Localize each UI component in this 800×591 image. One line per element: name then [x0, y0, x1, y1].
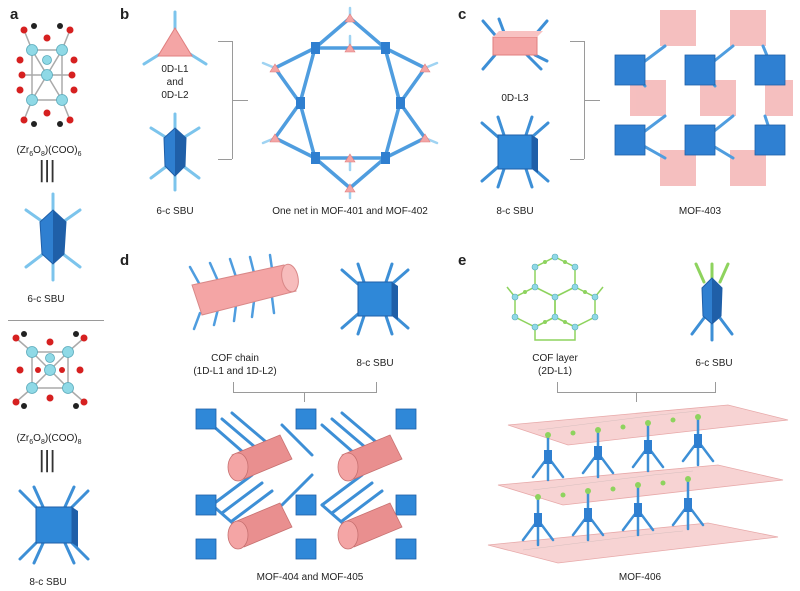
panel-c-label: c [458, 6, 467, 23]
bracket-b-top [218, 41, 232, 42]
sbu-6c-icon [24, 192, 82, 282]
sbu-8c-icon-c [480, 115, 550, 189]
panel-e-label: e [458, 252, 467, 269]
net-mof-403 [614, 10, 793, 186]
bracket-d-left [233, 382, 234, 392]
sbu-6c-icon-e [690, 262, 734, 342]
net-caption-c: MOF-403 [678, 206, 722, 217]
chain-caption-d: COF chain (1D-L1 and 1D-L2) [193, 353, 277, 377]
net-mof-406 [487, 404, 789, 564]
bracket-d-right [376, 382, 377, 392]
cof-chain-icon [188, 253, 299, 331]
formula-8c: (Zr6O8)(COO)8 [16, 433, 82, 446]
panel-b-label: b [120, 6, 130, 23]
bracket-c-top [570, 41, 584, 42]
net-caption-b: One net in MOF-401 and MOF-402 [272, 206, 428, 217]
bracket-b-out [232, 100, 248, 101]
equivalence-sign-1: ||| [38, 158, 56, 183]
linker-caption-b: 0D-L1 and 0D-L2 [161, 64, 189, 101]
bracket-e-out [636, 392, 637, 402]
tetratopic-linker-icon [481, 17, 549, 71]
zr6o8-cluster-6c [16, 23, 78, 127]
equivalence-sign-2: ||| [38, 448, 56, 473]
bracket-c-bottom [570, 159, 584, 160]
bracket-d-out [304, 392, 305, 402]
triangle-linker-icon [142, 10, 208, 66]
formula-6c: (Zr6O8)(COO)6 [16, 145, 82, 158]
net-caption-d: MOF-404 and MOF-405 [256, 572, 364, 583]
bracket-e-right [715, 382, 716, 392]
sbu-caption-c: 8-c SBU [496, 206, 534, 217]
bracket-e-left [557, 382, 558, 392]
cof-layer-icon [506, 253, 604, 341]
panel-a-divider [8, 320, 104, 321]
bracket-b-bottom [218, 159, 232, 160]
sbu-8c-icon [18, 485, 90, 565]
sbu-6c-icon-b [149, 112, 201, 192]
panel-a-separator [110, 0, 111, 591]
net-mof-401-402 [261, 6, 439, 200]
net-caption-e: MOF-406 [618, 572, 662, 583]
bracket-d-horizontal [233, 392, 377, 393]
sbu-caption-d: 8-c SBU [356, 358, 394, 369]
linker-caption-c: 0D-L3 [501, 93, 529, 104]
sbu-8c-icon-d [340, 262, 410, 336]
net-mof-404-405 [195, 408, 417, 560]
panel-d-label: d [120, 252, 130, 269]
layer-caption-e: COF layer (2D-L1) [532, 353, 578, 377]
sbu-6c-caption-a: 6-c SBU [27, 294, 65, 305]
bracket-c-out [584, 100, 600, 101]
sbu-8c-caption-a: 8-c SBU [29, 577, 67, 588]
sbu-caption-b: 6-c SBU [156, 206, 194, 217]
panel-a-label: a [10, 6, 19, 23]
sbu-caption-e: 6-c SBU [695, 358, 733, 369]
zr6o8-cluster-8c [12, 331, 88, 409]
